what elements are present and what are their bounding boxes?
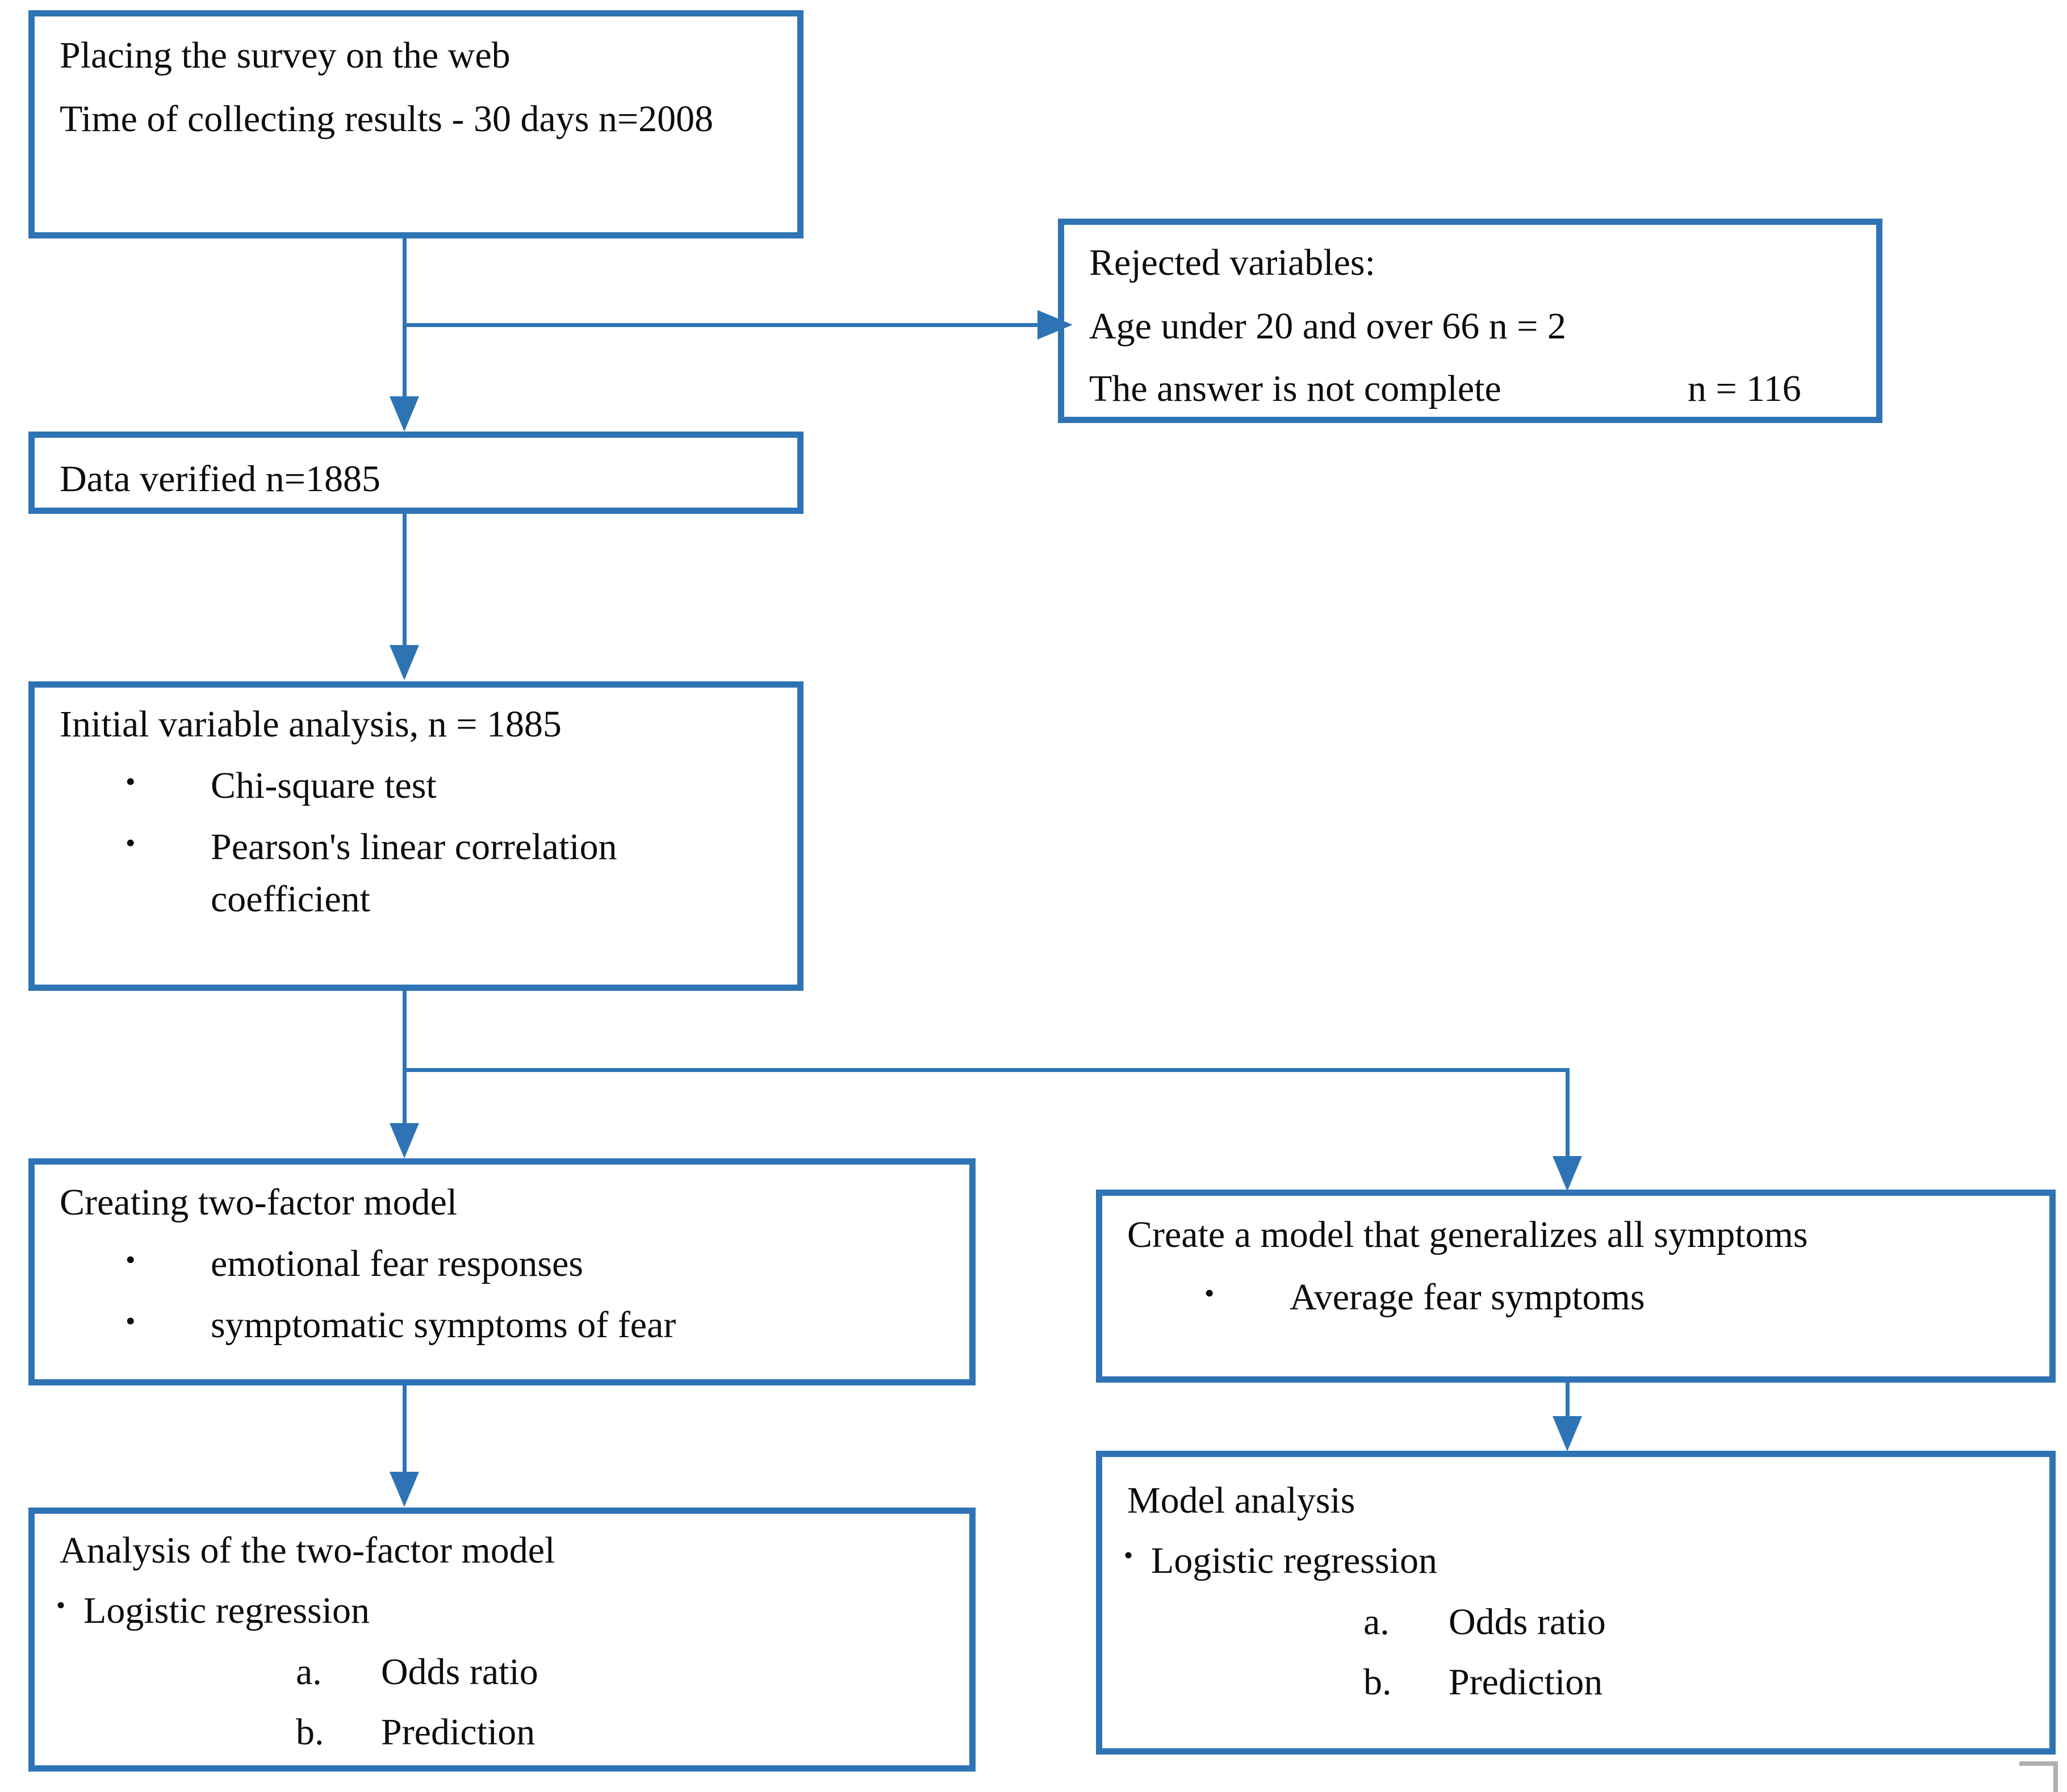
rejected-item-2-label: The answer is not complete bbox=[1089, 368, 1501, 409]
node-survey: Placing the survey on the web Time of co… bbox=[28, 10, 804, 238]
two-factor-model-bullet-2-label: symptomatic symptoms of fear bbox=[211, 1304, 676, 1346]
initial-analysis-bullet-1-label: Chi-square test bbox=[211, 765, 437, 806]
list-marker-b: b. bbox=[1363, 1661, 1392, 1703]
arrowhead-down-two-factor-model bbox=[390, 1123, 419, 1158]
arrowhead-down-two-factor-analysis bbox=[390, 1472, 419, 1507]
node-two-factor-model: Creating two-factor model • emotional fe… bbox=[28, 1158, 976, 1385]
rejected-item-2-value: n = 116 bbox=[1688, 368, 1801, 409]
two-factor-analysis-sub-a-label: Odds ratio bbox=[381, 1651, 538, 1693]
connector-two-factor-model-to-analysis bbox=[403, 1385, 407, 1473]
model-analysis-sub-b-label: Prediction bbox=[1449, 1661, 1603, 1703]
general-model-bullet-1-label: Average fear symptoms bbox=[1290, 1276, 1645, 1318]
two-factor-model-heading: Creating two-factor model bbox=[60, 1182, 458, 1223]
connector-split-bus bbox=[403, 1068, 1570, 1072]
bullet-icon: • bbox=[1204, 1277, 1215, 1309]
node-two-factor-analysis: Analysis of the two-factor model • Logis… bbox=[28, 1508, 976, 1772]
bullet-icon: • bbox=[56, 1590, 66, 1619]
model-analysis-bullet-1-label: Logistic regression bbox=[1151, 1540, 1438, 1581]
connector-initial-analysis-stem bbox=[403, 991, 407, 1070]
crop-mark-bottom-right bbox=[2019, 1761, 2058, 1792]
initial-analysis-bullet-2-cont: coefficient bbox=[211, 878, 370, 920]
arrowhead-down-initial-analysis bbox=[390, 645, 419, 680]
bullet-icon: • bbox=[1124, 1540, 1133, 1569]
survey-line-1: Placing the survey on the web bbox=[60, 35, 511, 76]
list-marker-a: a. bbox=[1363, 1601, 1390, 1643]
bullet-icon: • bbox=[125, 1305, 136, 1337]
rejected-item-1: Age under 20 and over 66 n = 2 bbox=[1089, 305, 1567, 347]
bullet-icon: • bbox=[125, 827, 136, 859]
two-factor-analysis-heading: Analysis of the two-factor model bbox=[60, 1530, 555, 1571]
bullet-icon: • bbox=[125, 765, 136, 797]
two-factor-model-bullet-1-label: emotional fear responses bbox=[211, 1243, 584, 1284]
arrowhead-down-data-verified bbox=[390, 396, 419, 432]
initial-analysis-heading: Initial variable analysis, n = 1885 bbox=[60, 704, 562, 745]
survey-line-2: Time of collecting results - 30 days n=2… bbox=[60, 98, 714, 140]
general-model-heading: Create a model that generalizes all symp… bbox=[1127, 1214, 1808, 1255]
node-rejected-variables: Rejected variables: Age under 20 and ove… bbox=[1058, 219, 1882, 423]
model-analysis-heading: Model analysis bbox=[1127, 1480, 1355, 1521]
two-factor-analysis-bullet-1-label: Logistic regression bbox=[83, 1590, 370, 1631]
list-marker-b: b. bbox=[296, 1711, 324, 1753]
connector-survey-to-rejected bbox=[403, 323, 1040, 327]
node-initial-analysis: Initial variable analysis, n = 1885 • Ch… bbox=[28, 681, 804, 991]
rejected-heading: Rejected variables: bbox=[1089, 242, 1375, 283]
data-verified-line-1: Data verified n=1885 bbox=[60, 458, 381, 500]
bullet-icon: • bbox=[125, 1243, 136, 1275]
connector-data-verified-to-initial-analysis bbox=[403, 514, 407, 646]
model-analysis-sub-a-label: Odds ratio bbox=[1449, 1601, 1606, 1643]
connector-survey-to-data-verified bbox=[403, 238, 407, 397]
node-data-verified: Data verified n=1885 bbox=[28, 432, 804, 514]
list-marker-a: a. bbox=[296, 1651, 322, 1693]
node-model-analysis: Model analysis • Logistic regression a. … bbox=[1096, 1451, 2056, 1755]
initial-analysis-bullet-2-label: Pearson's linear correlation bbox=[211, 826, 617, 868]
connector-general-model-to-model-analysis bbox=[1566, 1383, 1570, 1418]
two-factor-analysis-sub-b-label: Prediction bbox=[381, 1711, 535, 1753]
arrowhead-down-general-model bbox=[1553, 1156, 1582, 1191]
connector-bus-to-two-factor-model bbox=[403, 1068, 407, 1125]
arrowhead-right-rejected bbox=[1037, 310, 1073, 340]
node-general-model: Create a model that generalizes all symp… bbox=[1096, 1190, 2056, 1383]
connector-bus-to-general-model bbox=[1566, 1068, 1570, 1159]
arrowhead-down-model-analysis bbox=[1553, 1416, 1582, 1451]
